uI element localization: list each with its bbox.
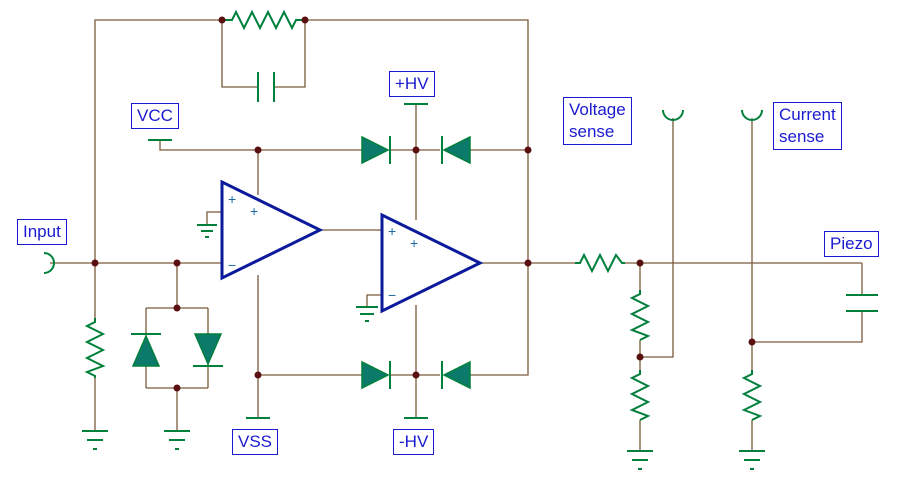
amp2-ground-wire <box>366 294 382 307</box>
diodes <box>131 135 471 390</box>
input-connector <box>43 252 55 274</box>
ground-icon <box>739 450 765 470</box>
piezo-label: Piezo <box>824 231 879 257</box>
vcc-label: VCC <box>131 103 179 129</box>
junction-dot <box>218 16 226 24</box>
vsense-upper-resistor <box>629 290 651 341</box>
junction-dot <box>636 353 644 361</box>
op-amp-1: + + − <box>220 179 324 281</box>
diode-bottom-right <box>442 360 471 390</box>
op-amp-2: + + − <box>380 212 484 314</box>
op-amp-1-body <box>220 179 324 281</box>
op-amp-1-inv-sign: − <box>228 257 236 273</box>
feedback-wire-right <box>305 19 529 263</box>
vsense-probe-wire <box>640 118 674 358</box>
ground-icon <box>82 430 108 450</box>
isense-resistor <box>741 370 763 421</box>
piezo-bottom-wire <box>752 311 863 343</box>
voltage-sense-label: Voltage sense <box>563 97 632 145</box>
junction-dot <box>301 16 309 24</box>
junction-dot <box>412 146 420 154</box>
vcc-wire <box>159 140 362 151</box>
junction-dot <box>524 146 532 154</box>
wires <box>50 19 863 450</box>
feedback-wire-left <box>94 19 222 263</box>
connectors <box>43 109 763 274</box>
clamp-diode-right <box>193 333 223 366</box>
ground-icon <box>197 224 217 238</box>
resistors <box>84 9 763 421</box>
op-amp-1-plus-sign: + <box>250 203 258 219</box>
input-resistor <box>84 318 106 378</box>
op-amp-2-noninv-sign: + <box>388 223 396 239</box>
diode-bottom-left <box>361 360 390 390</box>
vsense-lower-resistor <box>629 370 651 421</box>
junction-dot <box>173 259 181 267</box>
diode-top-right <box>442 135 471 165</box>
supply-stubs <box>148 103 428 419</box>
plus-hv-label: +HV <box>389 71 435 97</box>
junction-dot <box>254 146 262 154</box>
junction-dot <box>524 259 532 267</box>
grounds <box>82 224 765 470</box>
op-amp-1-noninv-sign: + <box>228 191 236 207</box>
ground-icon <box>356 306 378 322</box>
feedback-cap-wire-right <box>274 20 306 88</box>
input-label: Input <box>17 219 67 245</box>
ground-icon <box>627 450 653 470</box>
feedback-resistor <box>222 9 305 31</box>
amp1-ground-wire <box>206 211 222 225</box>
diode-top-left <box>361 135 390 165</box>
minus-hv-label: -HV <box>393 429 435 455</box>
junction-dot <box>173 304 181 312</box>
junction-dot <box>173 384 181 392</box>
op-amp-2-body <box>380 212 484 314</box>
capacitors <box>257 72 878 312</box>
vsense-connector <box>662 109 684 121</box>
op-amp-2-inv-sign: − <box>388 287 396 303</box>
series-resistor <box>575 252 625 274</box>
bottom-right-wire <box>470 263 529 376</box>
vss-label: VSS <box>232 429 279 455</box>
junction-dot <box>91 259 99 267</box>
junction-dot <box>412 371 420 379</box>
feedback-cap-wire-left <box>221 20 258 88</box>
ground-icon <box>164 430 190 450</box>
junction-dot <box>254 371 262 379</box>
junction-dot <box>636 259 644 267</box>
junction-dot <box>748 338 756 346</box>
current-sense-label: Current sense <box>773 102 842 150</box>
op-amp-2-plus-sign: + <box>410 235 418 251</box>
isense-connector <box>741 109 763 121</box>
junctions <box>91 16 756 392</box>
clamp-diode-left <box>131 334 161 367</box>
